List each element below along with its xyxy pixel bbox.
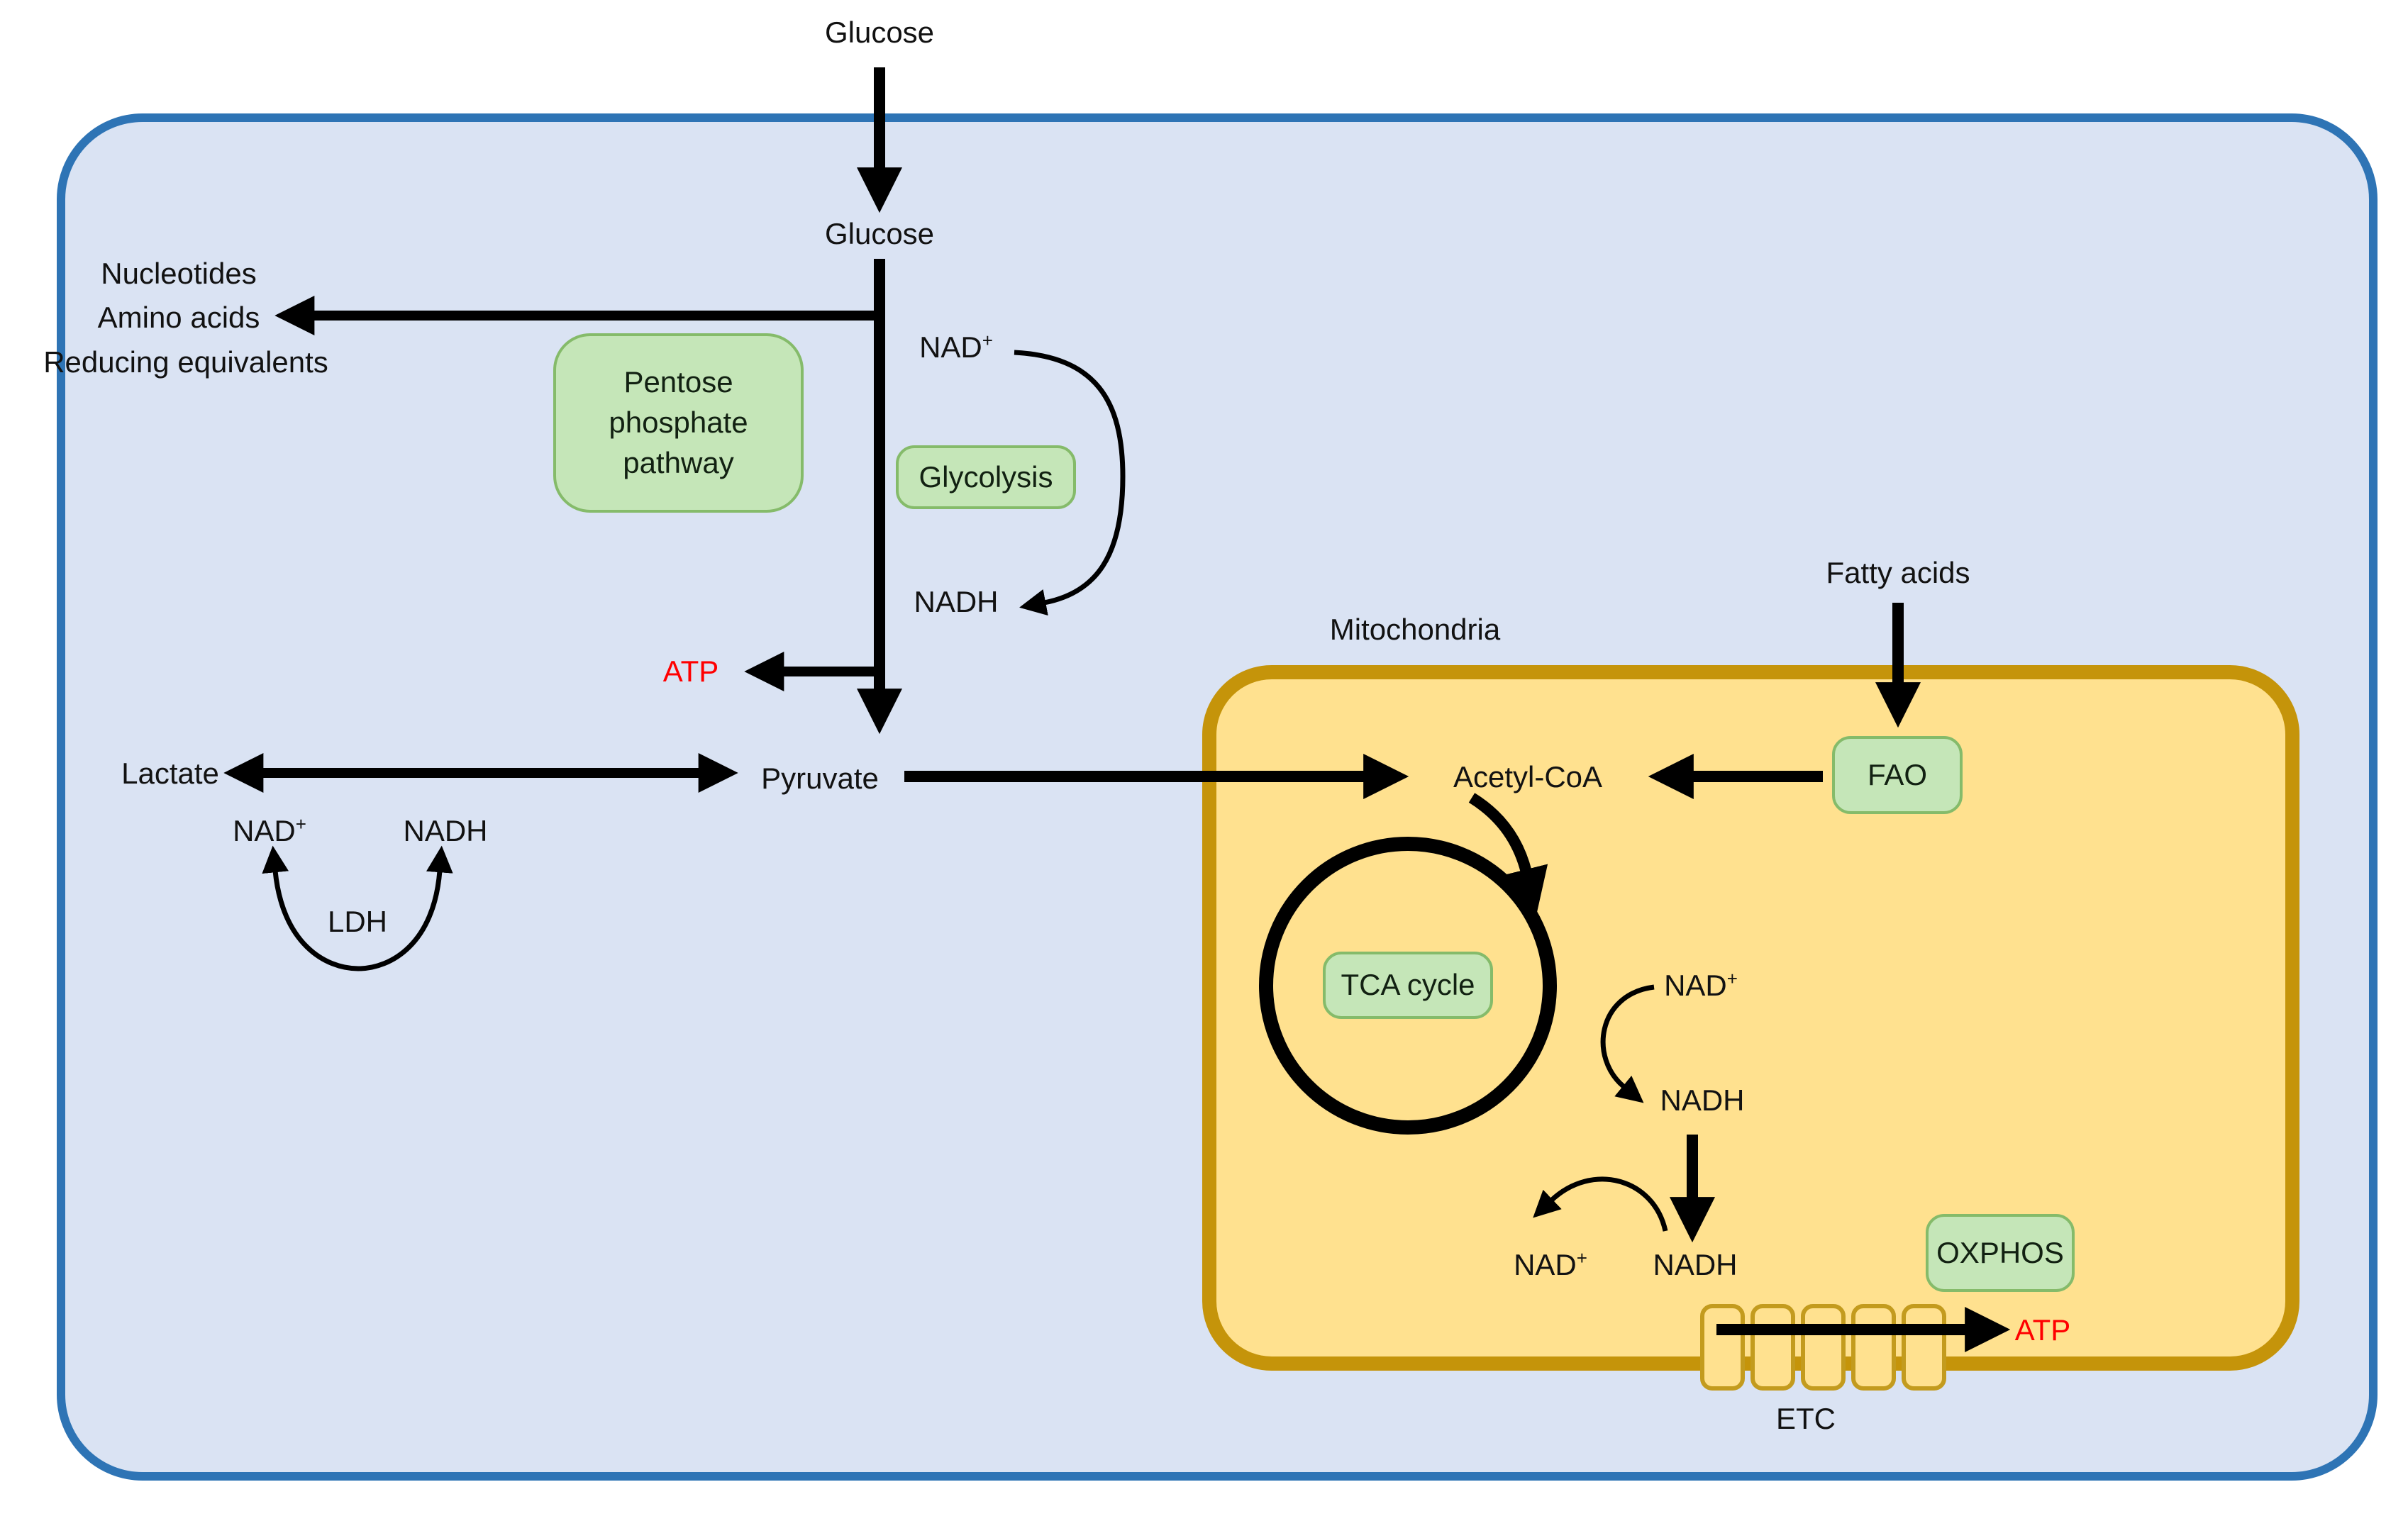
etc-channel-3 xyxy=(1801,1304,1846,1391)
pentose-phosphate-pathway-box: Pentose phosphate pathway xyxy=(553,333,804,513)
tca-box-label: TCA cycle xyxy=(1341,968,1475,1002)
arrow-nad-to-nadh-glycolysis xyxy=(1014,350,1126,616)
label-nadh-ldh: NADH xyxy=(403,813,488,847)
label-nad-matrix: NAD+ xyxy=(1514,1247,1587,1281)
glycolysis-box-label: Glycolysis xyxy=(919,459,1053,494)
label-mitochondria: Mitochondria xyxy=(1329,612,1501,646)
label-nadh-tca: NADH xyxy=(1660,1083,1745,1117)
label-reducing-equivalents: Reducing equivalents xyxy=(43,345,328,379)
label-atp-glycolysis: ATP xyxy=(662,654,719,688)
label-glucose-cytosol: Glucose xyxy=(824,216,935,250)
label-lactate: Lactate xyxy=(121,756,219,790)
oxphos-box: OXPHOS xyxy=(1926,1214,2075,1292)
label-nad-tca: NAD+ xyxy=(1664,967,1738,1002)
label-glucose-extracellular: Glucose xyxy=(824,15,935,49)
label-nadh-glycolysis: NADH xyxy=(914,584,999,618)
label-nad-ldh: NAD+ xyxy=(233,813,306,847)
etc-channel-4 xyxy=(1851,1304,1896,1391)
pentose-box-label: Pentose phosphate pathway xyxy=(609,365,748,479)
label-amino-acids: Amino acids xyxy=(97,300,260,334)
tca-cycle-ring xyxy=(1259,837,1557,1135)
arrow-nad-to-nadh-tca xyxy=(1600,984,1655,1103)
label-etc: ETC xyxy=(1776,1401,1836,1435)
arrow-ldh-shuttle xyxy=(262,845,453,971)
arrow-nadh-recycle xyxy=(1533,1176,1668,1232)
fao-box: FAO xyxy=(1832,736,1963,814)
label-nucleotides: Nucleotides xyxy=(101,256,257,290)
label-atp-mitochondria: ATP xyxy=(2014,1313,2071,1347)
label-ldh: LDH xyxy=(327,904,388,938)
glycolysis-box: Glycolysis xyxy=(896,445,1076,509)
label-pyruvate: Pyruvate xyxy=(761,761,879,795)
label-nadh-matrix: NADH xyxy=(1653,1247,1738,1281)
fao-box-label: FAO xyxy=(1867,757,1928,791)
etc-channel-2 xyxy=(1750,1304,1795,1391)
arrow-acetylcoa-to-tca xyxy=(1468,793,1548,914)
label-nad-glycolysis: NAD+ xyxy=(919,329,993,364)
label-acetyl-coa: Acetyl-CoA xyxy=(1453,759,1603,793)
tca-cycle-box: TCA cycle xyxy=(1323,952,1493,1019)
oxphos-box-label: OXPHOS xyxy=(1936,1235,2064,1269)
label-fatty-acids: Fatty acids xyxy=(1826,555,1970,589)
etc-channel-5 xyxy=(1902,1304,1946,1391)
etc-channel-1 xyxy=(1700,1304,1745,1391)
